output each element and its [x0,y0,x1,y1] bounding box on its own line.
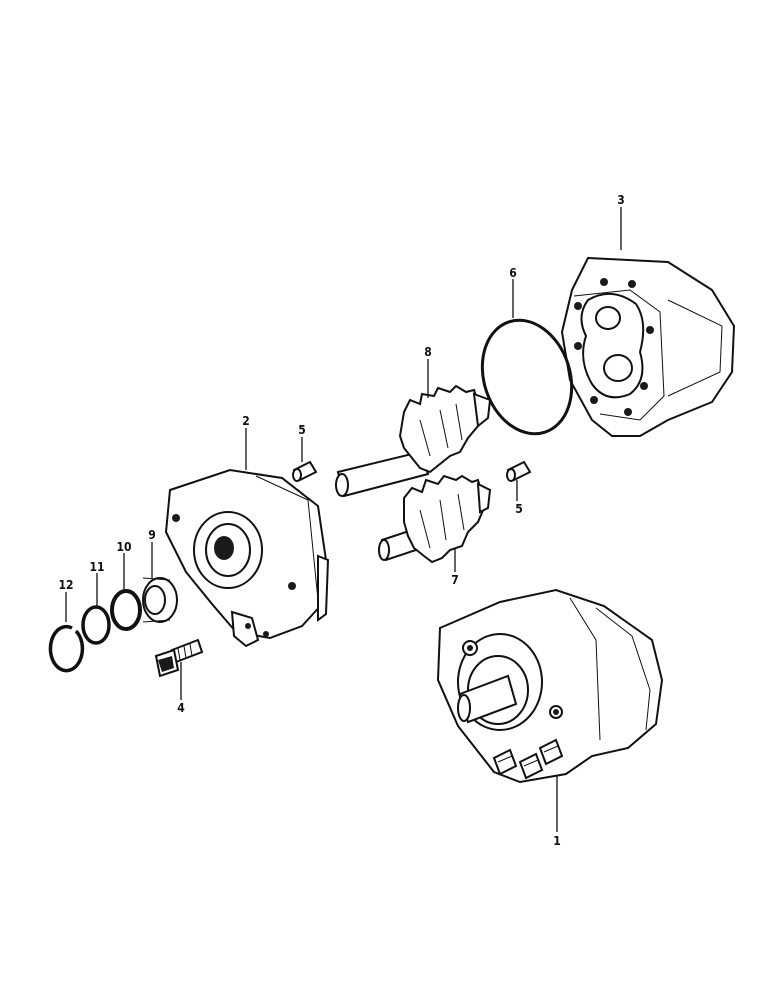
label-part-12: 12 [58,578,73,592]
label-part-4: 4 [177,701,185,715]
label-part-9: 9 [148,528,156,542]
label-part-10: 10 [116,540,131,554]
front-cover-part-2 [164,468,330,648]
label-part-7: 7 [451,573,459,587]
rear-housing-part-3 [560,256,736,437]
label-part-3: 3 [617,193,625,207]
drive-gear-part-8 [335,384,492,498]
dowel-pin-part-5-left [292,460,318,482]
o-ring-part-6 [480,318,574,436]
leader-lines [65,207,622,832]
label-part-11: 11 [89,560,104,574]
label-part-2: 2 [242,414,250,428]
label-part-5-right: 5 [515,502,523,516]
washer-part-10 [110,589,142,631]
washer-part-11 [81,605,111,645]
dowel-pin-part-5-right [506,460,532,482]
part-labels: 3 6 8 2 5 5 7 9 10 11 12 4 1 [58,193,624,848]
cap-screw-part-4 [154,638,204,678]
label-part-6: 6 [509,266,517,280]
driven-gear-part-7 [378,474,492,564]
pump-assembly-part-1 [436,588,664,784]
retaining-ring-part-12 [48,624,85,673]
label-part-5-left: 5 [298,423,306,437]
seal-part-9 [142,577,178,623]
label-part-1: 1 [553,834,561,848]
label-part-8: 8 [424,345,432,359]
